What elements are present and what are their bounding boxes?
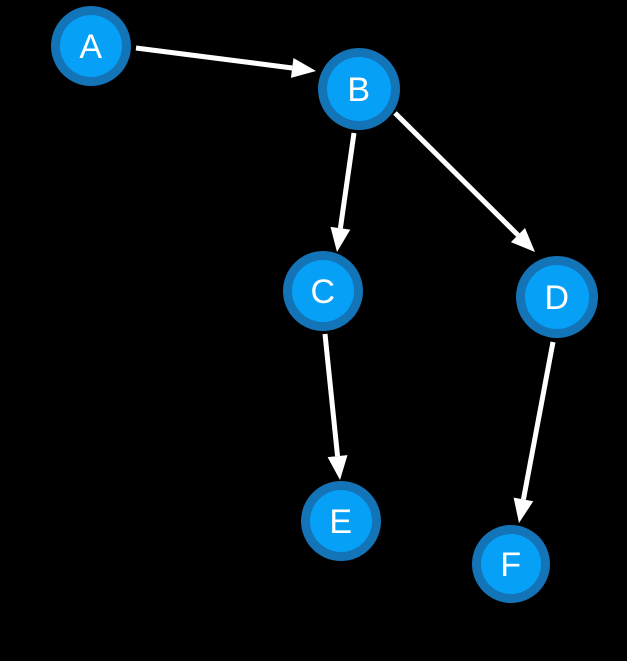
edge-b-c bbox=[330, 132, 357, 252]
graph-node-b[interactable]: B bbox=[318, 48, 400, 130]
edge-c-e bbox=[322, 333, 348, 480]
graph-node-f[interactable]: F bbox=[472, 525, 550, 603]
edge-layer bbox=[135, 45, 556, 523]
node-core bbox=[292, 260, 354, 322]
edge-b-d bbox=[393, 111, 535, 252]
node-core bbox=[481, 534, 541, 594]
arrowhead-icon bbox=[510, 227, 535, 252]
node-layer: A B C D E F bbox=[51, 6, 598, 603]
node-core bbox=[310, 490, 372, 552]
node-label: B bbox=[347, 71, 370, 109]
arrowhead-icon bbox=[513, 497, 534, 523]
node-label: E bbox=[329, 503, 352, 541]
node-label: F bbox=[500, 546, 521, 584]
node-label: A bbox=[79, 28, 102, 66]
edge-d-f bbox=[513, 341, 556, 523]
arrowhead-icon bbox=[290, 58, 316, 78]
arrowhead-icon bbox=[330, 226, 351, 252]
graph-node-c[interactable]: C bbox=[283, 251, 363, 331]
node-core bbox=[60, 15, 122, 77]
arrowhead-icon bbox=[327, 455, 348, 480]
node-core bbox=[327, 57, 391, 121]
graph-node-a[interactable]: A bbox=[51, 6, 131, 86]
graph-node-e[interactable]: E bbox=[301, 481, 381, 561]
edge-a-b bbox=[135, 45, 316, 78]
graph-node-d[interactable]: D bbox=[516, 256, 598, 338]
node-core bbox=[525, 265, 589, 329]
node-label: D bbox=[544, 279, 569, 317]
node-label: C bbox=[310, 273, 335, 311]
